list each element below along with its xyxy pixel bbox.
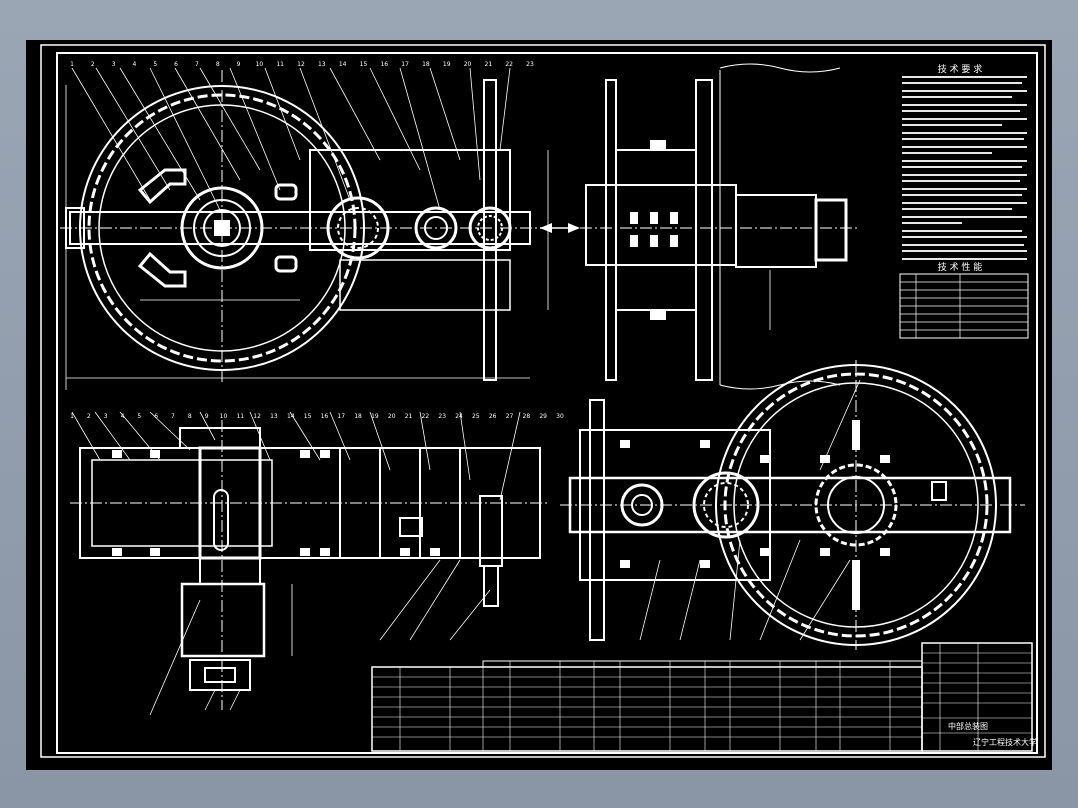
part-number-label: 14	[339, 61, 347, 68]
part-number-label: 9	[205, 413, 209, 420]
part-number-label: 7	[171, 413, 175, 420]
front-view	[60, 67, 552, 390]
part-number-label: 10	[256, 61, 264, 68]
part-number-label: 10	[220, 413, 228, 420]
part-number-label: 5	[153, 61, 157, 68]
part-number-label: 18	[354, 413, 362, 420]
school-name: 辽宁工程技术大学	[973, 737, 1037, 747]
part-number-label: 14	[287, 413, 295, 420]
part-number-label: 3	[112, 61, 116, 68]
part-number-label: 15	[304, 413, 312, 420]
part-number-label: 20	[464, 61, 472, 68]
part-number-label: 6	[154, 413, 158, 420]
part-number-label: 22	[505, 61, 513, 68]
part-number-label: 21	[405, 413, 413, 420]
part-number-label: 28	[523, 413, 531, 420]
outer-frame	[40, 44, 1046, 758]
part-number-label: 7	[195, 61, 199, 68]
part-number-label: 8	[188, 413, 192, 420]
tech-requirements-title: 技 术 要 求	[938, 63, 983, 75]
part-number-label: 16	[321, 413, 329, 420]
part-number-label: 19	[443, 61, 451, 68]
title-block-label: 中部总装图	[948, 721, 988, 731]
part-number-label: 11	[276, 61, 284, 68]
tech-specs-title: 技 术 性 能	[938, 261, 983, 273]
part-number-label: 23	[526, 61, 534, 68]
part-number-label: 25	[472, 413, 480, 420]
part-number-label: 27	[506, 413, 514, 420]
part-number-label: 17	[401, 61, 409, 68]
part-number-label: 22	[422, 413, 430, 420]
part-number-label: 13	[318, 61, 326, 68]
inner-frame	[56, 52, 1038, 754]
part-number-label: 1	[70, 413, 74, 420]
part-number-label: 15	[360, 61, 368, 68]
part-number-label: 2	[87, 413, 91, 420]
part-number-label: 6	[174, 61, 178, 68]
part-number-label: 17	[337, 413, 345, 420]
top-view	[70, 411, 550, 716]
part-number-label: 13	[270, 413, 278, 420]
part-number-label: 1	[70, 61, 74, 68]
part-number-label: 24	[455, 413, 463, 420]
part-number-label: 26	[489, 413, 497, 420]
part-number-label: 16	[380, 61, 388, 68]
part-number-label: 4	[133, 61, 137, 68]
part-number-label: 2	[91, 61, 95, 68]
part-number-label: 5	[137, 413, 141, 420]
drawing-sheet	[26, 40, 1052, 770]
part-number-label: 8	[216, 61, 220, 68]
part-number-label: 21	[485, 61, 493, 68]
title-block: 中部总装图 辽宁工程技术大学	[921, 642, 1037, 752]
plan-view	[560, 360, 1025, 650]
part-number-label: 20	[388, 413, 396, 420]
part-number-label: 23	[438, 413, 446, 420]
part-number-label: 11	[236, 413, 244, 420]
part-number-label: 12	[253, 413, 261, 420]
part-number-label: 3	[104, 413, 108, 420]
part-number-label: 19	[371, 413, 379, 420]
part-number-label: 29	[539, 413, 547, 420]
part-number-label: 4	[121, 413, 125, 420]
part-number-label: 9	[237, 61, 241, 68]
tech-requirements: 技 术 要 求 技 术 性 能	[899, 63, 1029, 339]
part-number-label: 18	[422, 61, 430, 68]
side-view	[540, 63, 860, 390]
part-number-label: 30	[556, 413, 564, 420]
part-number-label: 12	[297, 61, 305, 68]
